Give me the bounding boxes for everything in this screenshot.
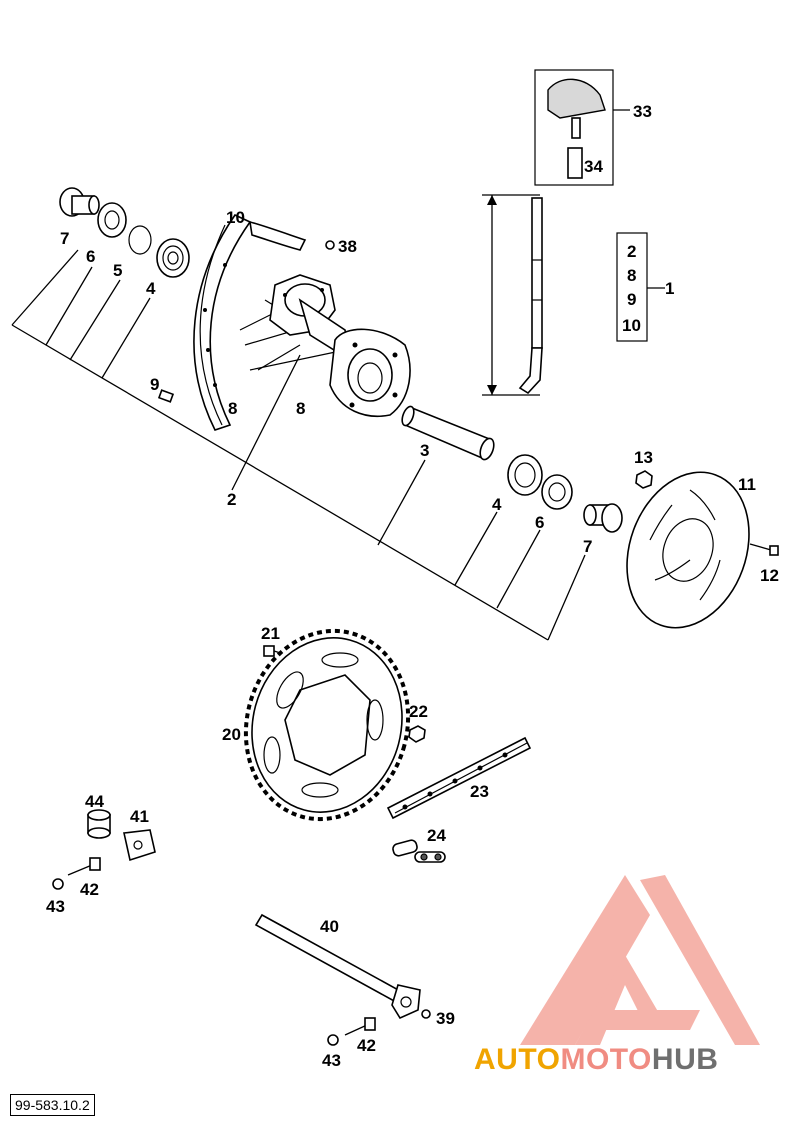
watermark-moto: MOTO xyxy=(560,1043,652,1076)
callout-1: 1 xyxy=(665,279,674,298)
adjuster-bolt-upper xyxy=(67,857,101,876)
callout-2: 2 xyxy=(227,490,236,509)
chain-adjuster-block xyxy=(123,829,156,862)
callout-10: 10 xyxy=(226,208,245,227)
assembly-leader-lines xyxy=(11,249,586,641)
callout-23: 23 xyxy=(470,782,489,801)
spacer-right xyxy=(583,503,623,533)
callout-43-lower: 43 xyxy=(322,1051,341,1070)
watermark-text: AUTOMOTOHUB xyxy=(474,1043,718,1077)
callout-7-right: 7 xyxy=(583,537,592,556)
callout-21: 21 xyxy=(261,624,280,643)
callout-12: 12 xyxy=(760,566,779,585)
axle-cap xyxy=(421,1009,431,1019)
circlip xyxy=(128,225,152,255)
diagram-reference-number: 99-583.10.2 xyxy=(10,1094,95,1116)
kit-item-10: 10 xyxy=(622,316,641,335)
kit-box xyxy=(616,232,665,342)
chain-tensioner-bushing xyxy=(87,809,111,839)
callout-24: 24 xyxy=(427,826,446,845)
callout-11: 11 xyxy=(738,475,756,494)
kit-item-2: 2 xyxy=(627,242,636,261)
callout-39: 39 xyxy=(436,1009,455,1028)
spoke xyxy=(518,197,543,395)
callout-6-left: 6 xyxy=(86,247,95,266)
callout-41: 41 xyxy=(130,807,149,826)
disc-nut xyxy=(635,470,653,489)
adjuster-nut-lower xyxy=(327,1034,339,1046)
spacer-left xyxy=(59,187,100,217)
callout-20: 20 xyxy=(222,725,241,744)
spoke-nipple xyxy=(325,240,335,250)
callout-43-upper: 43 xyxy=(46,897,65,916)
kit-item-8: 8 xyxy=(627,266,636,285)
adjuster-bolt-lower xyxy=(344,1017,376,1036)
callout-22: 22 xyxy=(409,702,428,721)
axle xyxy=(254,913,421,1020)
disc-bolt xyxy=(749,543,779,556)
kit-item-9: 9 xyxy=(627,290,636,309)
callout-33: 33 xyxy=(633,102,652,121)
callout-7-left: 7 xyxy=(60,229,69,248)
callout-8-right: 8 xyxy=(296,399,305,418)
callout-42-lower: 42 xyxy=(357,1036,376,1055)
callout-3: 3 xyxy=(420,441,429,460)
watermark-auto: AUTO xyxy=(474,1043,561,1076)
master-link xyxy=(392,839,446,863)
rim xyxy=(193,213,307,431)
callout-4-left: 4 xyxy=(146,279,156,298)
callout-34: 34 xyxy=(584,157,603,176)
watermark-logo xyxy=(520,875,760,1045)
bearing-right xyxy=(507,454,543,496)
valve-cap-box xyxy=(534,69,630,186)
sprocket xyxy=(243,628,411,822)
hub xyxy=(239,274,411,417)
adjuster-nut-upper xyxy=(52,878,64,890)
valve xyxy=(157,389,175,403)
callout-8-left: 8 xyxy=(228,399,237,418)
seal-left xyxy=(97,202,127,238)
chain xyxy=(386,736,532,820)
callout-40: 40 xyxy=(320,917,339,936)
callout-38: 38 xyxy=(338,237,357,256)
brake-disc xyxy=(626,471,750,629)
spacer-tube xyxy=(401,405,495,461)
callout-5: 5 xyxy=(113,261,122,280)
callout-44: 44 xyxy=(85,792,104,811)
watermark-hub: HUB xyxy=(651,1043,719,1076)
callout-13: 13 xyxy=(634,448,653,467)
dimension-line xyxy=(482,194,540,396)
callout-42-upper: 42 xyxy=(80,880,99,899)
bearing-left xyxy=(156,238,190,278)
seal-right xyxy=(541,474,573,510)
callout-9: 9 xyxy=(150,375,159,394)
callout-4-right: 4 xyxy=(492,495,502,514)
callout-6-right: 6 xyxy=(535,513,544,532)
sprocket-nut xyxy=(408,725,426,743)
